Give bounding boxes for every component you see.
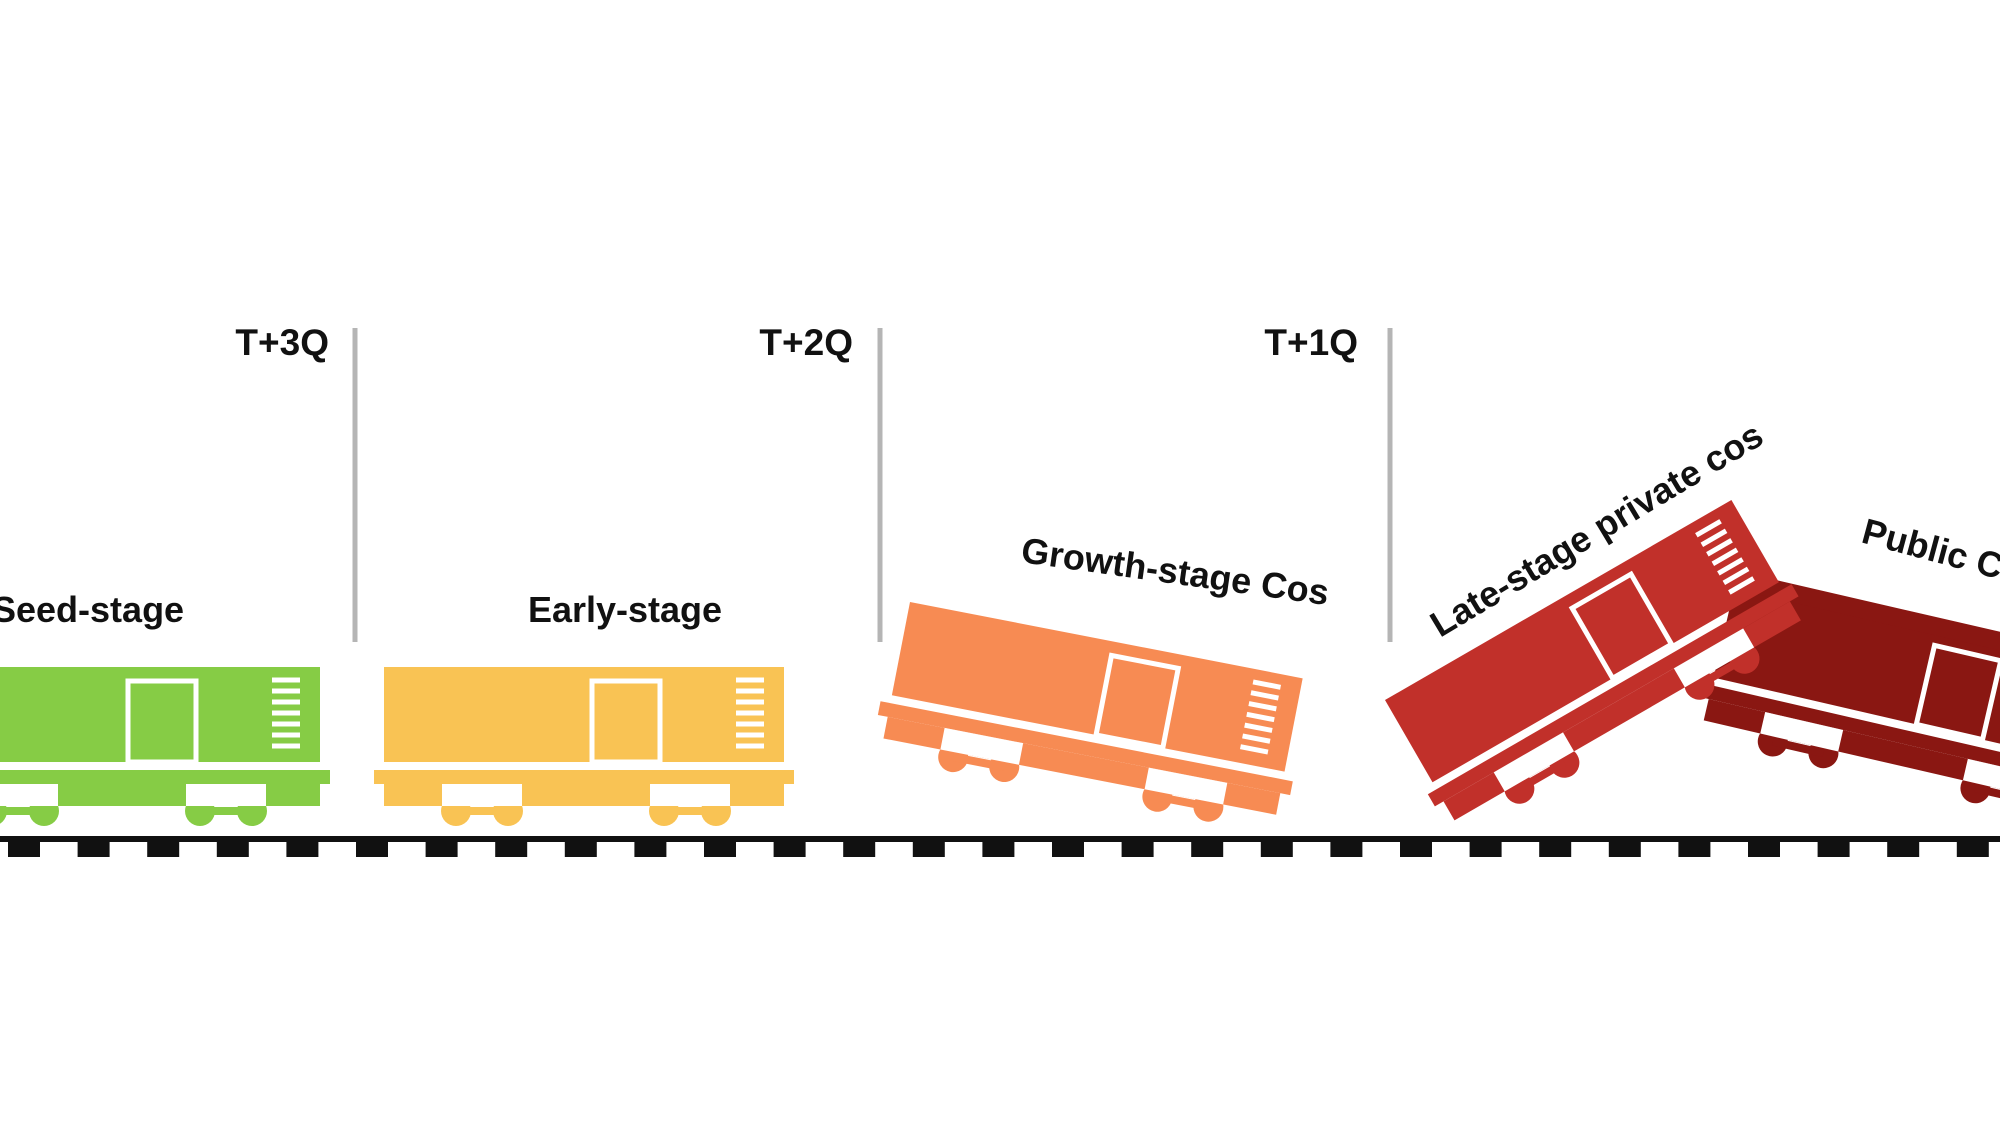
track-tie <box>1539 842 1572 857</box>
track-tie <box>147 842 180 857</box>
growth-stage-car <box>870 600 1313 836</box>
track-tie <box>1469 842 1502 857</box>
track-tie <box>8 842 40 857</box>
track-tie <box>216 842 249 857</box>
track-tie <box>495 842 528 857</box>
public-car <box>1689 569 2000 832</box>
track-tie <box>1608 842 1641 857</box>
track-tie <box>1400 842 1432 857</box>
track-tie <box>634 842 667 857</box>
time-marker-label: T+2Q <box>759 322 853 363</box>
track-tie <box>1260 842 1293 857</box>
track-tie <box>356 842 388 857</box>
track-tie <box>425 842 458 857</box>
railroad-track <box>0 836 2000 857</box>
time-marker-label: T+3Q <box>235 322 329 363</box>
track-tie <box>77 842 110 857</box>
track-tie <box>982 842 1015 857</box>
track-tie <box>704 842 736 857</box>
stage-label-seed: Seed-stage <box>0 589 184 630</box>
track-tie <box>1052 842 1084 857</box>
time-marker-label: T+1Q <box>1264 322 1358 363</box>
track-tie <box>1191 842 1224 857</box>
track-tie <box>1121 842 1154 857</box>
track-tie <box>843 842 876 857</box>
track-tie <box>773 842 806 857</box>
track-tie <box>912 842 945 857</box>
track-tie <box>1330 842 1363 857</box>
track-tie <box>1956 842 1989 857</box>
seed-stage-car <box>0 667 330 826</box>
track-tie <box>564 842 597 857</box>
early-stage-car <box>374 667 794 826</box>
stage-label-growth: Growth-stage Cos <box>1019 529 1332 613</box>
track-tie <box>1887 842 1920 857</box>
stage-label-public: Public C <box>1858 510 2000 587</box>
track-tie <box>286 842 319 857</box>
track-tie <box>1678 842 1711 857</box>
track-tie <box>1817 842 1850 857</box>
track-tie <box>1748 842 1780 857</box>
stage-label-early: Early-stage <box>528 589 722 630</box>
